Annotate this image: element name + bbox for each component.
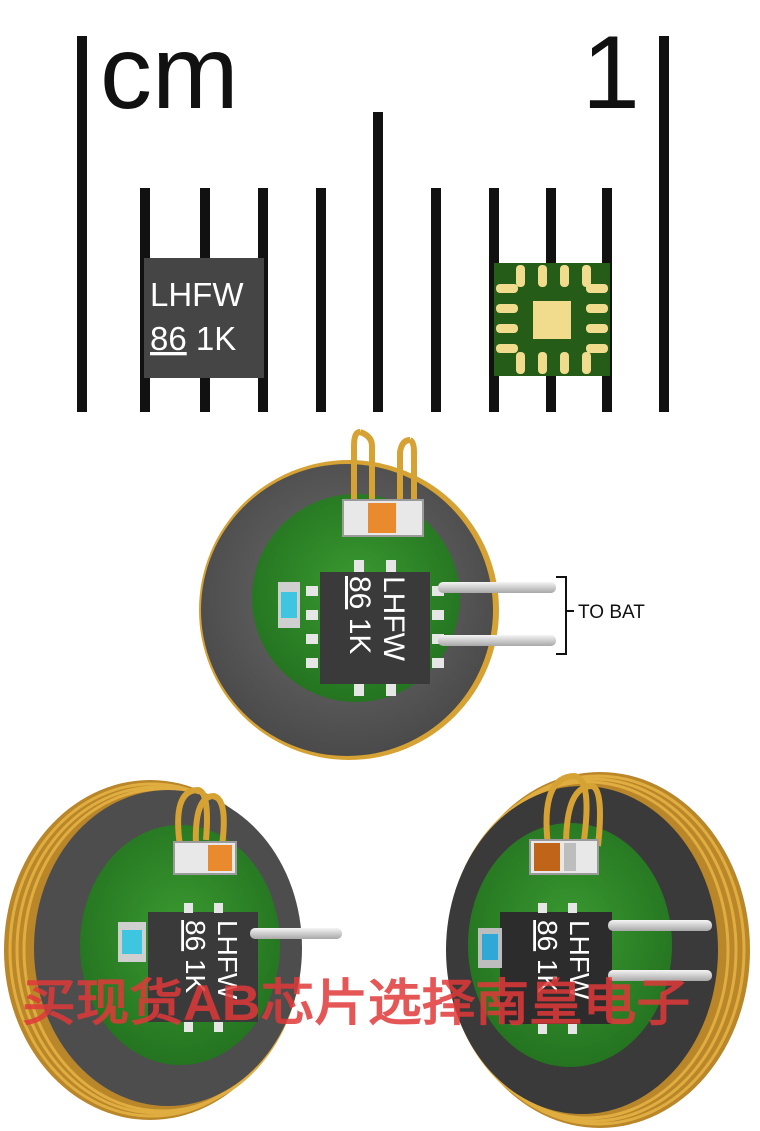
- module-top-coil-wires: [351, 429, 417, 520]
- module-left-chip-underlined: 86: [180, 920, 211, 951]
- ruler-unit-label: cm: [100, 15, 239, 131]
- watermark-text: 买现货AB芯片选择南皇电子: [22, 975, 690, 1031]
- chip-body: [144, 258, 264, 378]
- module-right-chip: [500, 912, 612, 1024]
- module-left-chip-rest: 1K: [180, 951, 211, 993]
- ruler-tick: [316, 188, 326, 412]
- module-top-chip-line1: LHFW: [377, 576, 410, 662]
- module-right-chip-underlined: 86: [532, 920, 563, 951]
- module-left-inductor: [173, 841, 237, 875]
- module-left-chip-line2: 86 1K: [180, 920, 211, 994]
- module-top-callout: TO BAT: [578, 602, 645, 623]
- module-right-chip-line2: 86 1K: [532, 920, 563, 994]
- qfn-package: [494, 263, 610, 376]
- module-top-chip-underlined: 86: [343, 576, 376, 609]
- chip-package-marking: LHFW 86 1K: [144, 258, 264, 378]
- ruler-tick: [431, 188, 441, 412]
- module-top-smd-led: [278, 582, 300, 628]
- module-right-battery-pins: [608, 920, 712, 981]
- ruler-tick-mid: [373, 112, 383, 412]
- chip-marking-rest: 1K: [187, 320, 237, 357]
- module-right: LHFW 86 1K: [446, 772, 750, 1128]
- module-left-chip: [148, 912, 258, 1022]
- chip-marking-line2: 86 1K: [150, 320, 236, 357]
- module-right-chip-line1: LHFW: [564, 920, 595, 1000]
- qfn-pads: [496, 265, 608, 374]
- chip-marking-underlined: 86: [150, 320, 187, 357]
- qfn-center-pad: [533, 301, 571, 339]
- module-left-chip-line1: LHFW: [212, 920, 243, 1000]
- module-top-chip: [320, 572, 430, 684]
- module-top-inductor: [342, 499, 424, 537]
- module-top-chip-pins: [306, 560, 444, 696]
- module-left-smd-led: [118, 922, 146, 962]
- module-left: LHFW 86 1K: [4, 780, 342, 1120]
- module-right-smd-led: [478, 928, 502, 968]
- ruler-tick-major: [77, 36, 87, 412]
- module-left-battery-pin: [250, 928, 342, 939]
- module-right-chip-pins: [538, 903, 577, 1034]
- module-right-inductor: [529, 839, 599, 875]
- module-left-chip-pins: [184, 903, 223, 1032]
- module-top-chip-line2: 86 1K: [343, 576, 376, 654]
- module-top-chip-marking: LHFW 86 1K: [343, 576, 410, 662]
- module-right-chip-rest: 1K: [532, 951, 563, 993]
- ruler-major-label: 1: [582, 15, 640, 131]
- ruler-tick-major: [659, 36, 669, 412]
- module-right-chip-marking: LHFW 86 1K: [532, 920, 595, 1000]
- module-top-callout-bracket: [556, 576, 574, 655]
- module-right-coil-wires: [543, 772, 603, 847]
- module-top: LHFW 86 1K TO BAT: [199, 429, 645, 760]
- module-left-chip-marking: LHFW 86 1K: [180, 920, 243, 1000]
- module-top-battery-pins: [438, 582, 556, 646]
- module-left-coil-wires: [175, 786, 227, 847]
- module-top-chip-rest: 1K: [343, 609, 376, 654]
- chip-marking-line1: LHFW: [150, 276, 244, 313]
